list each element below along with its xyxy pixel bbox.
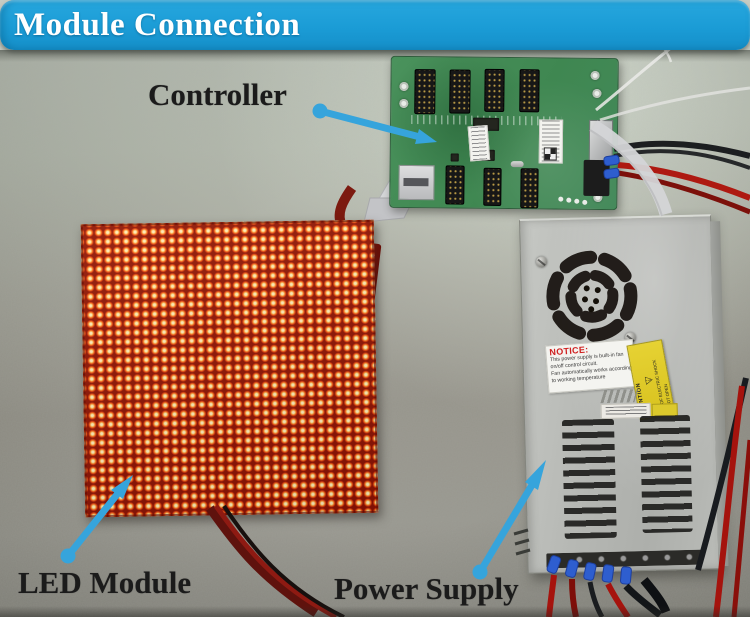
photo-bottom-edge [0,606,750,617]
ribbon-connector [398,164,435,201]
mounting-hole [399,98,409,108]
idc-connector [449,69,471,114]
idc-connector [483,167,502,206]
idc-connector [519,69,540,113]
warning-triangle-icon: ⚠ [642,374,655,386]
ribbon-slot [403,177,429,187]
page-title: Module Connection [14,7,301,43]
power-supply-unit: NOTICE: This power supply is built-in fa… [519,214,729,574]
indicator-led [558,196,564,202]
controller-board [389,55,619,211]
led-module-panel [80,219,379,518]
indicator-led [574,198,580,204]
idc-connector [520,168,539,209]
notice-label: NOTICE: This power supply is built-in fa… [544,338,637,394]
idc-connector [414,69,436,115]
power-terminal [583,159,610,197]
qr-code [543,147,557,161]
vent-slots-right [639,414,693,534]
mounting-hole [590,70,600,80]
indicator-led [566,197,572,203]
photo-top-shadow [0,50,750,62]
rj45-port [588,119,614,163]
controller-label: Controller [148,77,287,112]
mounting-hole [592,88,602,99]
indicator-led [582,199,588,205]
power-supply-label: Power Supply [334,571,519,606]
fan-hub-holes [581,285,601,313]
led-module-label: LED Module [18,565,192,600]
ic-chip [450,153,459,162]
idc-connector [484,68,505,113]
fan-grille [546,250,638,342]
vent-slots-left [561,418,617,539]
crystal-oscillator [510,161,524,168]
title-banner [0,0,750,50]
model-sticker [467,125,491,162]
psu-output-terminal-block [546,549,703,569]
idc-connector [445,165,465,205]
serial-sticker [538,119,564,164]
mounting-hole [399,81,409,91]
psu-brand-logo [600,389,639,404]
